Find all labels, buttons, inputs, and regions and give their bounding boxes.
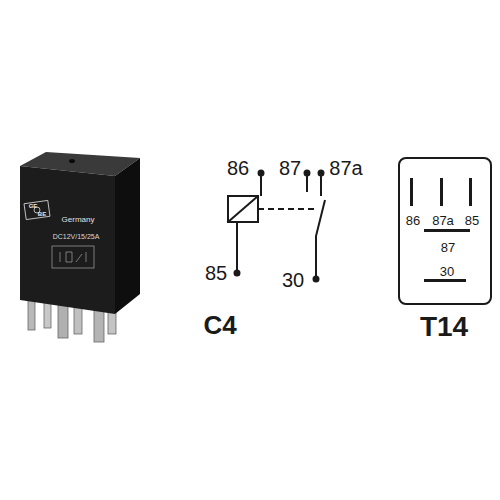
pin-name: 87a	[432, 214, 454, 227]
wire	[306, 173, 308, 192]
pin-name: 87a	[329, 158, 362, 178]
pin-name: 85	[465, 214, 479, 227]
brand-logo: BE	[38, 211, 46, 217]
pinout-code: T14	[420, 313, 468, 341]
coil-symbol	[228, 196, 258, 222]
pin-blade	[440, 178, 443, 206]
pin-blade	[424, 279, 466, 282]
pin-name: 30	[282, 270, 304, 290]
pin-blade	[469, 178, 472, 206]
pin-name: 85	[205, 263, 227, 283]
diagram-code: C4	[203, 312, 236, 338]
switch-contact	[316, 200, 325, 279]
relay-hole	[69, 159, 75, 163]
relay-side	[115, 158, 140, 314]
wire	[260, 173, 262, 196]
pinout-outline: 86 87a 85 87 30	[398, 157, 492, 305]
brand-logo: GE	[29, 203, 38, 209]
relay-print: DC12V/15/25A	[53, 233, 100, 240]
coil-symbol	[228, 196, 258, 222]
pin-name: 87	[279, 158, 301, 178]
wire	[236, 222, 238, 273]
pin-name: 87	[441, 241, 455, 254]
pin-name: 30	[440, 265, 454, 278]
relay-print-symbol	[60, 252, 86, 262]
pin-name: 86	[227, 158, 249, 178]
relay-photo	[20, 152, 140, 342]
relay-schematic	[228, 171, 325, 282]
pinout-bars	[410, 178, 472, 282]
relay-print-frame	[52, 246, 94, 268]
relay-front	[20, 166, 115, 314]
logo-frame	[24, 200, 50, 219]
relay-print: Germany	[62, 216, 95, 224]
pin-blade	[424, 229, 470, 232]
pin-name: 86	[406, 214, 420, 227]
mechanical-link	[258, 208, 316, 210]
wire	[320, 173, 322, 196]
pin-blade	[410, 178, 413, 206]
